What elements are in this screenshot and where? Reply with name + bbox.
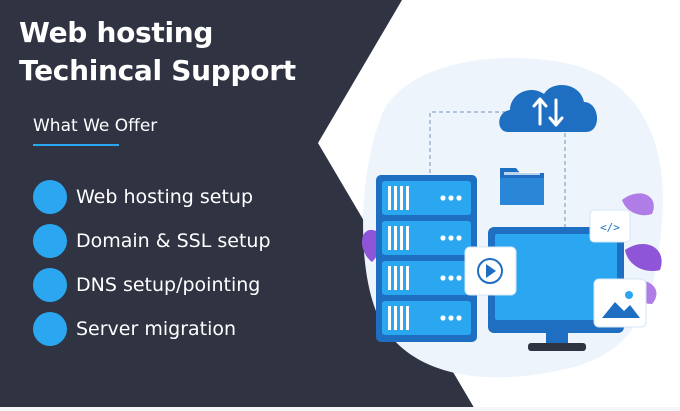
page-title: Web hosting Techincal Support [19,14,296,90]
title-line-2: Techincal Support [19,54,296,87]
service-item-migration: Server migration [33,311,271,346]
title-line-1: Web hosting [19,16,214,49]
service-item-hosting: Web hosting setup [33,179,271,214]
code-badge-text: </> [600,221,620,234]
bullet-icon [33,223,67,258]
offer-heading: What We Offer [33,116,158,136]
server-rack-icon [376,175,477,342]
bullet-icon [33,267,67,302]
cloud-sync-icon [499,84,598,132]
service-label: DNS setup/pointing [76,273,261,296]
monitor-icon [488,227,624,351]
service-item-dns: DNS setup/pointing [33,267,271,302]
connector-lines [429,111,566,230]
service-label: Server migration [76,317,237,340]
service-label: Web hosting setup [76,185,254,208]
services-list: Web hosting setup Domain & SSL setup DNS… [33,179,271,356]
code-icon: </> [589,209,631,243]
service-item-domain-ssl: Domain & SSL setup [33,223,271,258]
play-icon [464,246,517,296]
offer-underline [33,144,119,146]
bottom-edge [0,407,680,411]
folder-icon [500,168,544,205]
bullet-icon [33,179,67,214]
bullet-icon [33,311,67,346]
service-label: Domain & SSL setup [76,229,271,252]
image-icon [593,278,647,328]
